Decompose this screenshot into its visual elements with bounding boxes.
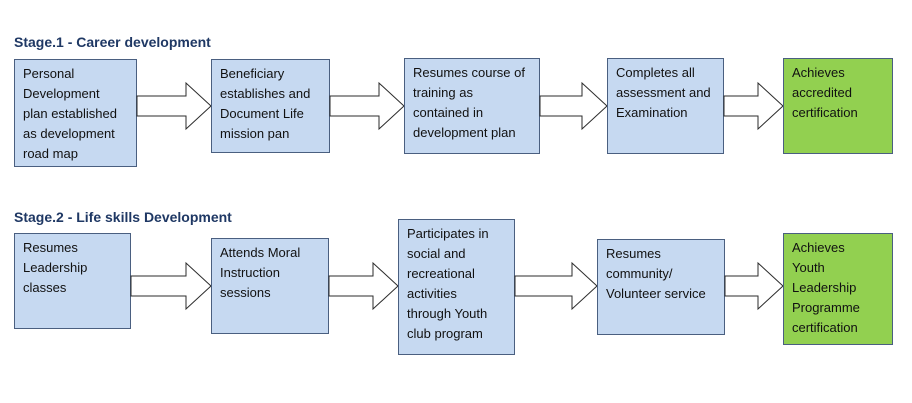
- stage-1-step-2: Beneficiary establishes and Document Lif…: [211, 59, 330, 153]
- stage-1-arrow-4: [723, 81, 784, 131]
- stage-1-arrow-2: [329, 81, 405, 131]
- stage-1-final-step: Achieves accredited certification: [783, 58, 893, 154]
- stage-1-step-1: Personal Development plan established as…: [14, 59, 137, 167]
- stage-1-arrow-3: [539, 81, 608, 131]
- stage-2-step-4: Resumes community/ Volunteer service: [597, 239, 725, 335]
- stage-2-step-3: Participates in social and recreational …: [398, 219, 515, 355]
- stage-1-step-4: Completes all assessment and Examination: [607, 58, 724, 154]
- stage-2-arrow-4: [724, 261, 784, 311]
- stage-1-step-3: Resumes course of training as contained …: [404, 58, 540, 154]
- stage-2-final-step: Achieves Youth Leadership Programme cert…: [783, 233, 893, 345]
- stage-1-title: Stage.1 - Career development: [14, 34, 211, 50]
- stage-1-arrow-1: [136, 81, 212, 131]
- stage-2-arrow-2: [328, 261, 399, 311]
- stage-2-arrow-1: [130, 261, 212, 311]
- stage-2-step-2: Attends Moral Instruction sessions: [211, 238, 329, 334]
- stage-2-title: Stage.2 - Life skills Development: [14, 209, 232, 225]
- stage-2-step-1: Resumes Leadership classes: [14, 233, 131, 329]
- stage-2-arrow-3: [514, 261, 598, 311]
